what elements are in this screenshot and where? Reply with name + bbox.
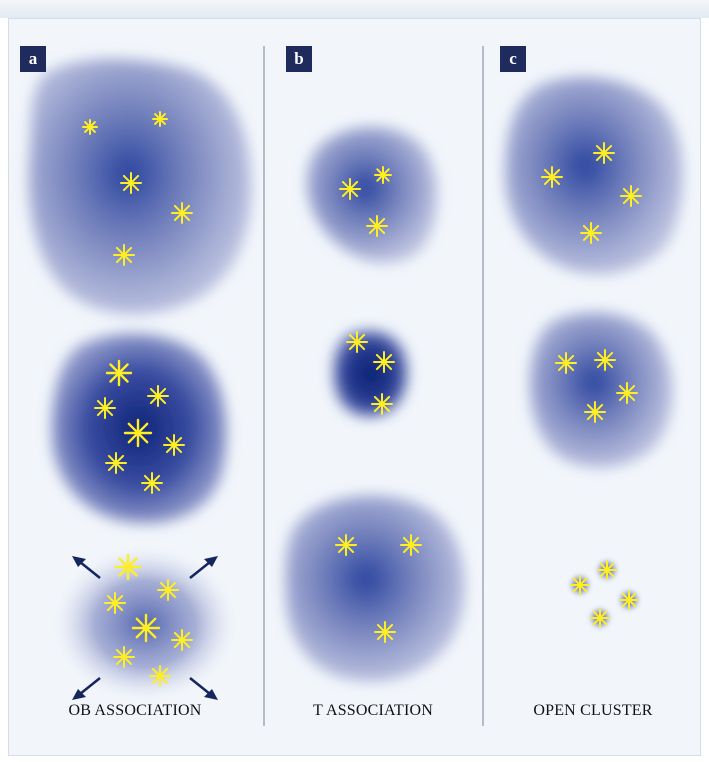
arrow-nw <box>72 556 101 579</box>
star-icon <box>620 185 642 207</box>
star-icon <box>366 215 388 237</box>
panel-label-b: b <box>286 46 312 72</box>
star-icon <box>373 351 395 373</box>
star-icon <box>541 166 563 188</box>
star-icon <box>113 244 135 266</box>
star-icon <box>590 608 610 628</box>
star-icon <box>82 119 98 135</box>
arrow-se <box>189 677 218 700</box>
star-icon <box>123 418 153 448</box>
star-icon <box>593 142 615 164</box>
star-icon <box>400 534 422 556</box>
star-icon <box>580 222 602 244</box>
star-icon <box>570 575 590 595</box>
arrow-ne <box>189 556 218 579</box>
star-icon <box>616 382 638 404</box>
star-icon <box>94 397 116 419</box>
star-icon <box>141 472 163 494</box>
star-icon <box>163 434 185 456</box>
panel-label-c: c <box>500 46 526 72</box>
star-icon <box>555 352 577 374</box>
star-icon <box>335 534 357 556</box>
star-icon <box>152 111 168 127</box>
star-icon <box>131 613 161 643</box>
top-strip <box>0 0 709 18</box>
star-icon <box>371 393 393 415</box>
caption-t-association: T ASSOCIATION <box>312 702 434 719</box>
star-icon <box>104 592 126 614</box>
cloud-b3 <box>285 495 465 682</box>
cloud-b1 <box>306 126 438 263</box>
expansion-arrows <box>72 556 218 700</box>
star-icon <box>619 590 639 610</box>
star-icon <box>113 646 135 668</box>
star-icon <box>147 385 169 407</box>
caption-open-cluster: OPEN CLUSTER <box>533 702 653 719</box>
star-icon <box>105 359 133 387</box>
star-icon <box>157 579 179 601</box>
star-icon <box>149 665 171 687</box>
star-icon <box>597 560 617 580</box>
star-icon <box>594 349 616 371</box>
stars-layer <box>82 111 642 687</box>
star-icon <box>171 202 193 224</box>
cloud-b2 <box>333 330 408 418</box>
star-icon <box>339 178 361 200</box>
caption-ob-association: OB ASSOCIATION <box>68 702 202 719</box>
star-icon <box>114 553 142 581</box>
star-icon <box>374 166 392 184</box>
star-icon <box>120 172 142 194</box>
star-icon <box>171 629 193 651</box>
star-icon <box>584 401 606 423</box>
cloud-c2 <box>529 312 673 468</box>
star-icon <box>346 331 368 353</box>
cloud-a1 <box>28 58 252 315</box>
star-icon <box>374 621 396 643</box>
arrow-sw <box>72 677 101 700</box>
cloud-c1 <box>505 76 683 275</box>
star-icon <box>105 452 127 474</box>
panel-label-a: a <box>20 46 46 72</box>
